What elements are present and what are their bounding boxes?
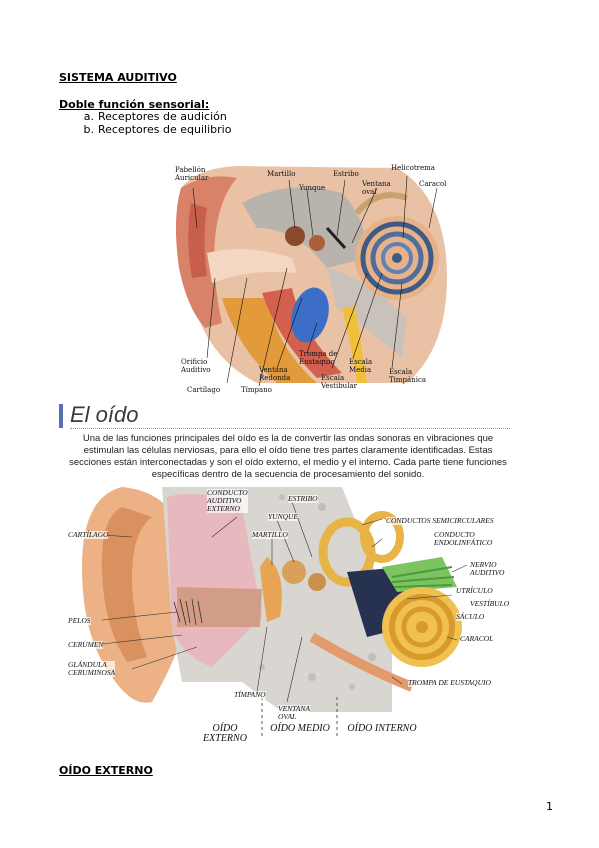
label-pabellon: Pabellón Auricular <box>175 166 209 182</box>
label-ventana-oval-2: VENTANA OVAL <box>278 704 310 721</box>
label-helicotrema: Helicotrema <box>391 164 435 172</box>
label-saculo: SÁCULO <box>456 612 485 621</box>
label-martillo: Martillo <box>267 170 296 178</box>
label-cartilago-2: CARTÍLAGO <box>68 530 109 539</box>
region-oido-interno: OÍDO INTERNO <box>347 723 417 734</box>
label-estribo: Estribo <box>333 170 359 178</box>
label-escala-media: Escala Media <box>349 358 373 374</box>
label-ventana-oval: Ventana oval <box>362 180 391 196</box>
label-conducto-endolinfatico: CONDUCTO ENDOLINFÁTICO <box>434 530 493 547</box>
page-title: SISTEMA AUDITIVO <box>59 71 177 84</box>
page-number: 1 <box>546 800 553 813</box>
section-heading: OÍDO EXTERNO <box>59 764 153 777</box>
list-item: a.Receptores de audición <box>83 110 227 123</box>
region-oido-medio: OÍDO MEDIO <box>270 723 330 734</box>
figure-title: El oído <box>70 402 139 427</box>
label-cerumen: CERUMEN <box>68 640 104 649</box>
label-caracol: Caracol <box>419 180 447 188</box>
label-escala-vestibular: Escala Vestibular <box>321 374 357 390</box>
label-caracol-2: CARACOL <box>460 634 494 643</box>
label-yunque: Yunque <box>299 184 326 192</box>
label-conducto-auditivo: CONDUCTO AUDITIVO EXTERNO <box>207 488 248 513</box>
ear-anatomy-figure: Pabellón Auricular Martillo Yunque Estri… <box>167 158 450 396</box>
label-orificio: Orificio Auditivo <box>181 358 211 374</box>
label-yunque-2: YUNQUE <box>268 512 299 521</box>
label-trompa-eustaquio: TROMPA DE EUSTAQUIO <box>408 678 491 687</box>
ear-illustration <box>175 166 447 387</box>
label-martillo-2: MARTILLO <box>252 530 288 539</box>
ear-parts-illustration <box>82 487 468 739</box>
label-ventana-redonda: Ventana Redonda <box>259 366 291 382</box>
label-cartilago: Cartílago <box>187 386 221 394</box>
region-oido-externo: OÍDO EXTERNO <box>203 723 247 744</box>
list-item: b.Receptores de equilibrio <box>83 123 232 136</box>
title-accent-bar <box>59 404 63 428</box>
label-timpano-2: TÍMPANO <box>234 690 266 699</box>
label-pelos: PELOS <box>68 616 91 625</box>
label-vestibulo: VESTÍBULO <box>470 599 510 608</box>
label-timpano: Tímpano <box>241 386 272 394</box>
figure-intro-text: Una de las funciones principales del oíd… <box>69 433 507 480</box>
label-glandula: GLÁNDULA CERUMINOSA <box>68 660 116 677</box>
section-subtitle: Doble función sensorial: <box>59 98 210 111</box>
label-trompa: Trompa de Eustaquio <box>299 350 338 366</box>
label-nervio-auditivo: NERVIO AUDITIVO <box>470 560 505 577</box>
dotted-divider <box>70 428 510 429</box>
ear-parts-figure: CONDUCTO AUDITIVO EXTERNO ESTRIBO YUNQUE… <box>62 477 514 747</box>
label-estribo-2: ESTRIBO <box>288 494 318 503</box>
function-list: a.Receptores de audición b.Receptores de… <box>59 110 232 136</box>
label-escala-timpanica: Escala Timpánica <box>389 368 427 384</box>
label-conductos-semicirculares: CONDUCTOS SEMICIRCULARES <box>386 516 494 525</box>
label-utriculo: UTRÍCULO <box>456 586 493 595</box>
